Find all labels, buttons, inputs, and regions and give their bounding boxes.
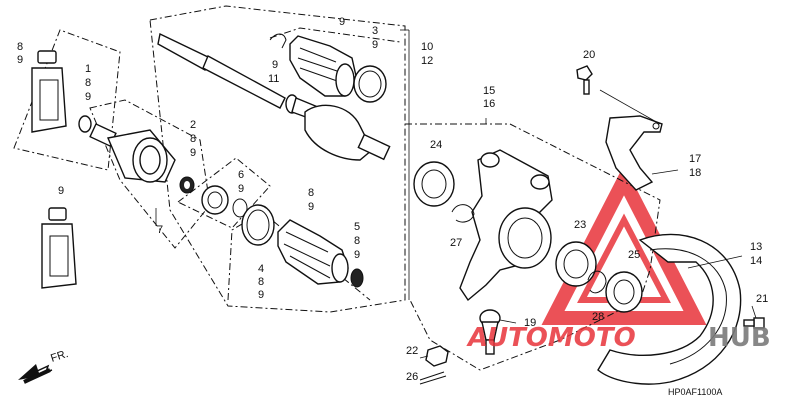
part-number-label: 21 — [756, 293, 768, 305]
dust-boot-upper — [289, 35, 357, 97]
brake-hose-bracket — [605, 115, 663, 191]
bolt-20 — [576, 65, 593, 95]
part-number-label: 11 — [268, 73, 279, 85]
part-number-label: 2 — [190, 119, 196, 131]
o-ring-1 — [78, 115, 92, 133]
part-number-label: 8 — [258, 276, 264, 288]
part-number-label: 22 — [406, 345, 418, 357]
part-number-label: 9 — [372, 39, 378, 51]
front-direction-label: FR. — [49, 348, 70, 365]
grease-bottle-bottom — [41, 207, 77, 289]
dust-boot-lower — [277, 219, 349, 285]
part-number-label: 8 — [354, 235, 360, 247]
part-number-label: 8 — [308, 187, 314, 199]
watermark-automoto: AUTOMOTO — [466, 323, 636, 353]
part-number-label: 13 — [750, 241, 762, 253]
frame-outer-group — [149, 5, 406, 313]
frame-kit-bottle-1 — [13, 29, 121, 171]
ball-joint-19 — [479, 309, 501, 355]
part-number-label: 1 — [85, 63, 91, 75]
part-number-label: 23 — [574, 219, 586, 231]
part-number-label: 10 — [421, 41, 433, 53]
clip-9-11 — [269, 33, 287, 49]
bearing-23 — [555, 241, 597, 287]
bearing-24 — [413, 161, 455, 207]
frame-kit-6 — [177, 157, 271, 229]
part-number-label: 28 — [592, 311, 604, 323]
circlip-27 — [451, 204, 475, 223]
part-number-label: 6 — [238, 169, 244, 181]
grease-bottle-top — [31, 50, 67, 133]
diagram-code: HP0AF1100A — [668, 387, 722, 397]
part-number-label: 27 — [450, 237, 462, 249]
part-number-label: 7 — [157, 224, 163, 236]
part-number-label: 16 — [483, 98, 495, 110]
watermark-text: AUTOMOTO HUB — [466, 323, 771, 353]
part-number-label: 19 — [524, 317, 536, 329]
part-number-label: 15 — [483, 85, 495, 97]
circlip-28 — [587, 270, 607, 294]
part-number-label: 9 — [238, 183, 244, 195]
part-number-label: 17 — [689, 153, 701, 165]
leader-lines — [155, 29, 757, 359]
part-number-label: 26 — [406, 371, 418, 383]
bearing-cage-6 — [201, 185, 229, 215]
part-number-label: 9 — [354, 249, 360, 261]
part-number-label: 9 — [17, 54, 23, 66]
part-number-label: 20 — [583, 49, 595, 61]
part-number-label: 9 — [272, 59, 278, 71]
part-number-label: 9 — [190, 147, 196, 159]
inner-cv-joint — [304, 104, 391, 161]
frame-kit-9-11 — [269, 27, 401, 43]
cotter-pin-26 — [419, 371, 447, 385]
part-number-label: 25 — [628, 249, 640, 261]
part-number-label: 24 — [430, 139, 442, 151]
part-number-label: 8 — [85, 77, 91, 89]
castle-nut-22 — [425, 345, 449, 367]
part-number-label: 9 — [58, 185, 64, 197]
bearing-25 — [605, 271, 643, 313]
part-number-label: 8 — [190, 133, 196, 145]
part-number-label: 9 — [339, 16, 345, 28]
part-number-label: 8 — [17, 41, 23, 53]
part-number-label: 12 — [421, 55, 433, 67]
cv-joint-outer — [89, 123, 176, 183]
small-clamp-5 — [350, 268, 364, 288]
part-number-label: 9 — [258, 289, 264, 301]
frame-kit-4 — [227, 211, 371, 301]
part-number-label: 5 — [354, 221, 360, 233]
steering-knuckle — [459, 149, 553, 302]
part-number-label: 9 — [85, 91, 91, 103]
watermark-hub: HUB — [708, 323, 771, 353]
front-direction-arrow — [18, 364, 53, 384]
part-number-label: 18 — [689, 167, 701, 179]
circlip-6 — [232, 198, 248, 218]
part-number-label: 9 — [308, 201, 314, 213]
part-labels: 8918997289694898958993991110121516242723… — [17, 16, 768, 383]
part-number-label: 3 — [372, 25, 378, 37]
part-number-label: 4 — [258, 263, 264, 275]
disc-guard — [597, 233, 742, 385]
bolt-21 — [743, 317, 765, 329]
part-number-label: 14 — [750, 255, 762, 267]
